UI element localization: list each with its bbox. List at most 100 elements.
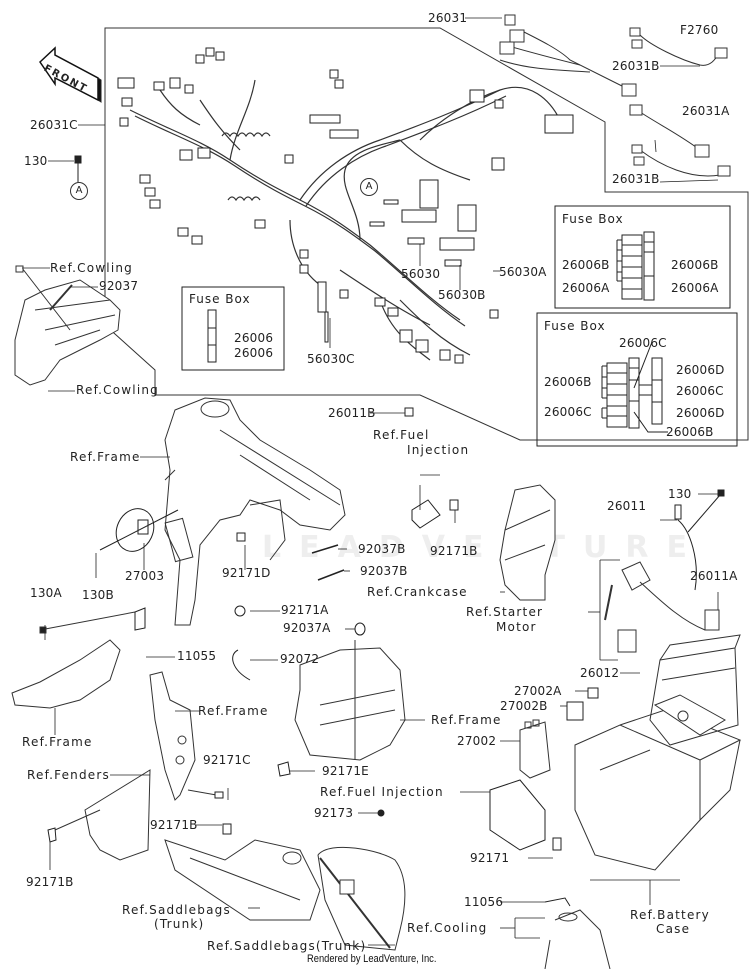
label-26031b-top[interactable]: 26031B (612, 59, 660, 73)
label-56030b[interactable]: 56030B (438, 288, 486, 302)
bracket-11056 (544, 897, 571, 907)
label-26031b-bottom[interactable]: 26031B (612, 172, 660, 186)
part-27003 (115, 508, 155, 552)
label-92171b-mid[interactable]: 92171B (430, 544, 478, 558)
label-26011a[interactable]: 26011A (690, 569, 738, 583)
clip-92171D (236, 532, 246, 542)
ref-battery-line2: Case (656, 922, 691, 936)
saddlebag-bracket (164, 839, 321, 921)
label-11056[interactable]: 11056 (464, 895, 504, 909)
fender (54, 769, 151, 861)
tie-92037B-2 (317, 569, 345, 581)
label-ref-cowling-bottom: Ref.Cowling (76, 383, 159, 397)
label-27002a[interactable]: 27002A (514, 684, 562, 698)
label-26006-2[interactable]: 26006 (234, 346, 274, 360)
fuel-injection-bracket (411, 499, 441, 529)
label-ref-cowling-top: Ref.Cowling (50, 261, 133, 275)
label-92171[interactable]: 92171 (470, 851, 510, 865)
clip-92171B-lower (222, 823, 232, 835)
label-26006b-left[interactable]: 26006B (562, 258, 610, 272)
label-92037[interactable]: 92037 (99, 279, 139, 293)
bracket-ref-frame-left (11, 611, 136, 709)
label-ref-frame-4: Ref.Frame (431, 713, 502, 727)
harness-connectors (117, 47, 574, 364)
label-26006b-bcd-bottom[interactable]: 26006B (666, 425, 714, 439)
clip-92171B-left (47, 827, 57, 843)
label-130b[interactable]: 130B (82, 588, 114, 602)
label-92171d[interactable]: 92171D (222, 566, 271, 580)
label-56030c[interactable]: 56030C (307, 352, 355, 366)
label-130-right[interactable]: 130 (668, 487, 692, 501)
label-92171a[interactable]: 92171A (281, 603, 329, 617)
label-92037b-1[interactable]: 92037B (358, 542, 406, 556)
label-26012[interactable]: 26012 (580, 666, 620, 680)
rear-frame-tube (149, 671, 223, 801)
label-56030a[interactable]: 56030A (499, 265, 547, 279)
fuse-box-bcd-title: Fuse Box (544, 319, 606, 333)
label-26031[interactable]: 26031 (428, 11, 468, 25)
label-26006c-right[interactable]: 26006C (676, 384, 724, 398)
label-27003[interactable]: 27003 (125, 569, 165, 583)
label-f2760: F2760 (680, 23, 719, 37)
ecu-tray (489, 779, 546, 851)
ref-battery-line1: Ref.Battery (630, 908, 710, 922)
front-arrow-icon (39, 46, 102, 103)
label-130-top[interactable]: 130 (24, 154, 48, 168)
label-26006d-right-1[interactable]: 26006D (676, 363, 725, 377)
label-26031c[interactable]: 26031C (30, 118, 78, 132)
label-92171b-left[interactable]: 92171B (26, 875, 74, 889)
label-26011b[interactable]: 26011B (328, 406, 376, 420)
bolt-130-icon (74, 155, 82, 182)
label-130a[interactable]: 130A (30, 586, 62, 600)
clip-92171C (214, 791, 224, 799)
label-27002b[interactable]: 27002B (500, 699, 548, 713)
label-26006b-bcd-left[interactable]: 26006B (544, 375, 592, 389)
ref-saddlebags-line1: Ref.Saddlebags (122, 903, 231, 917)
label-27002[interactable]: 27002 (457, 734, 497, 748)
rear-frame-shell (294, 640, 406, 761)
wire-26011 (676, 507, 697, 591)
label-26006-1[interactable]: 26006 (234, 331, 274, 345)
label-92173[interactable]: 92173 (314, 806, 354, 820)
relay-27002A (587, 687, 599, 699)
cooling-reservoir (544, 909, 611, 969)
fuse-box-bcd-frame (536, 312, 738, 447)
label-26006a-right[interactable]: 26006A (671, 281, 719, 295)
label-92171b-lower[interactable]: 92171B (150, 818, 198, 832)
label-26006c-bcd-left[interactable]: 26006C (544, 405, 592, 419)
sub-harness-26031 (499, 14, 731, 177)
saddlebag-panel (317, 846, 406, 951)
label-26031a[interactable]: 26031A (682, 104, 730, 118)
label-ref-fenders: Ref.Fenders (27, 768, 110, 782)
watermark: LEADVENTURE (262, 530, 705, 565)
nut-92173 (377, 809, 385, 817)
ref-saddlebags-line2: (Trunk) (154, 917, 205, 931)
label-ref-saddlebags-bottom: Ref.Saddlebags(Trunk) (207, 939, 367, 953)
ref-fuel-line2: Injection (407, 443, 470, 457)
label-26011[interactable]: 26011 (607, 499, 647, 513)
label-26006d-right-2[interactable]: 26006D (676, 406, 725, 420)
label-ref-fuel-injection-bottom: Ref.Fuel Injection (320, 785, 444, 799)
cowling-bracket (14, 265, 121, 386)
label-92072[interactable]: 92072 (280, 652, 320, 666)
label-92171c[interactable]: 92171C (203, 753, 251, 767)
label-56030[interactable]: 56030 (401, 267, 441, 281)
ref-fuel-line1: Ref.Fuel (373, 428, 430, 442)
label-92037a[interactable]: 92037A (283, 621, 331, 635)
label-ref-crankcase: Ref.Crankcase (367, 585, 468, 599)
label-26006a-left[interactable]: 26006A (562, 281, 610, 295)
label-26006b-right[interactable]: 26006B (671, 258, 719, 272)
relay-27002B (566, 701, 584, 721)
label-ref-cooling: Ref.Cooling (407, 921, 488, 935)
harness-outline (104, 27, 749, 441)
label-26006c-top[interactable]: 26006C (619, 336, 667, 350)
label-92171e[interactable]: 92171E (322, 764, 369, 778)
label-11055[interactable]: 11055 (177, 649, 217, 663)
label-92037b-2[interactable]: 92037B (360, 564, 408, 578)
ref-starter-line2: Motor (496, 620, 537, 634)
callout-marker-a: A (70, 182, 88, 200)
clip-92171 (552, 837, 562, 851)
clamp-11055 (134, 607, 146, 631)
